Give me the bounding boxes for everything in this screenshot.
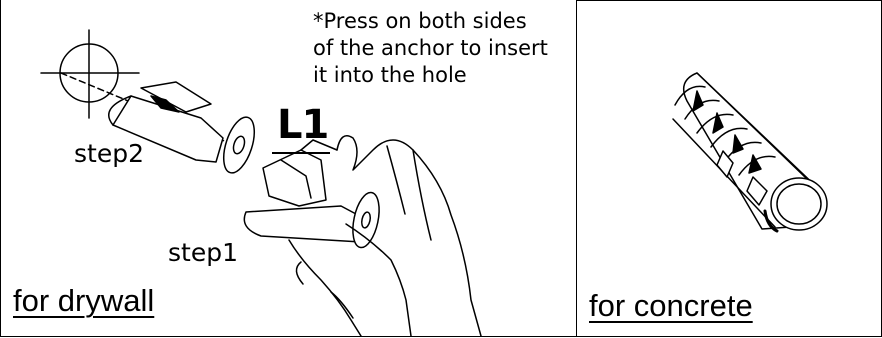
note-line: it into the hole <box>313 62 548 89</box>
concrete-anchor-illustration <box>577 1 882 337</box>
drywall-panel: *Press on both sides of the anchor to in… <box>0 0 577 337</box>
step2-label: step2 <box>74 139 144 168</box>
note-line: of the anchor to insert <box>313 35 548 62</box>
part-label-underline <box>272 152 330 154</box>
target-circle-icon <box>41 30 139 118</box>
concrete-panel: for concrete <box>577 0 882 337</box>
concrete-anchor-icon <box>673 73 827 231</box>
step1-label: step1 <box>168 238 238 267</box>
concrete-caption: for concrete <box>589 288 753 324</box>
insertion-note: *Press on both sides of the anchor to in… <box>313 8 548 89</box>
part-label: L1 <box>277 103 328 147</box>
note-line: *Press on both sides <box>313 8 548 35</box>
drywall-caption: for drywall <box>13 283 154 319</box>
anchor-step1-icon <box>244 140 383 250</box>
